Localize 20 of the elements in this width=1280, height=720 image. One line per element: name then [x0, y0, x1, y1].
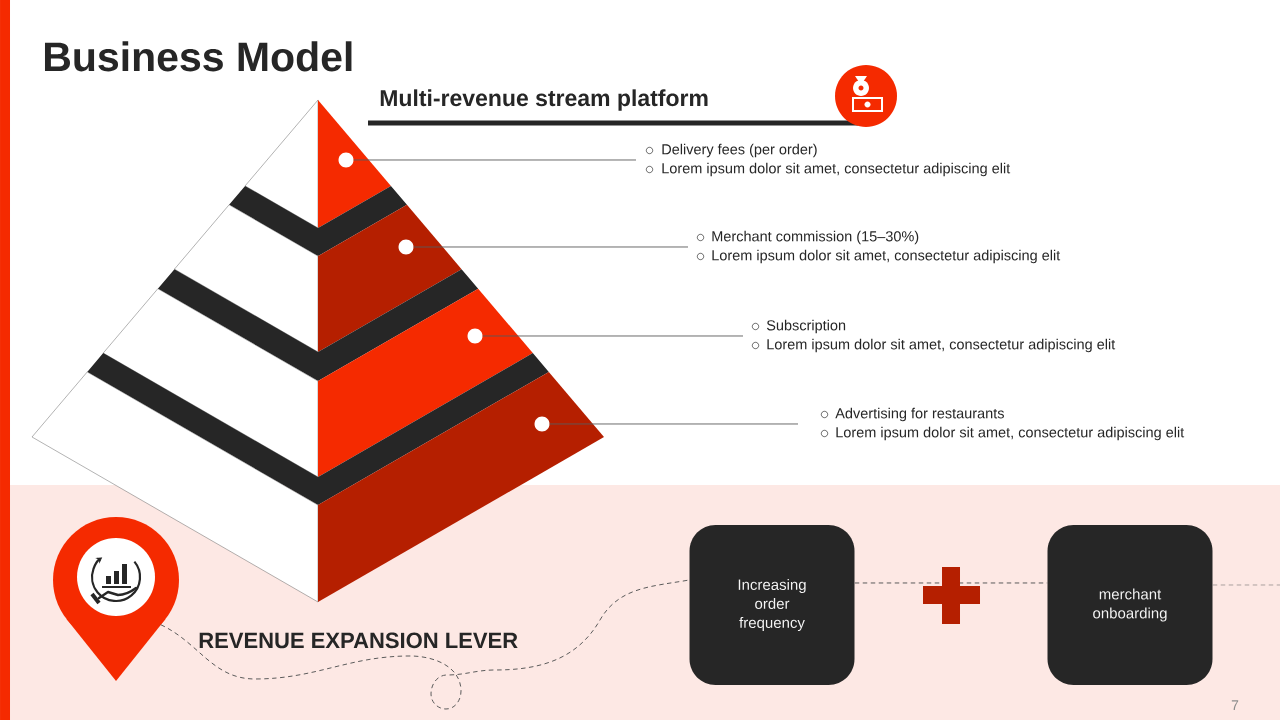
leader-line: [413, 246, 689, 248]
title: Business Model: [45, 41, 352, 72]
dashed-path: [854, 582, 1048, 584]
dot: [534, 416, 550, 432]
section-heading: REVENUE EXPANSION LEVER: [199, 632, 518, 649]
rounded-box: merchant onboarding: [1047, 525, 1213, 685]
leader-line: [549, 423, 799, 425]
map-pin: [53, 517, 179, 681]
rounded-box: Increasing order frequency: [689, 525, 855, 685]
dot: [338, 152, 354, 168]
dot: [467, 328, 483, 344]
section-heading: Multi-revenue stream platform: [380, 89, 708, 111]
page-number: 7: [1231, 700, 1239, 710]
bullet-list: Advertising for restaurants Lorem ipsum dolor sit amet, consectetur adipiscing elit: [835, 407, 1185, 441]
dot: [398, 239, 414, 255]
bullet-list: Merchant commission (15–30%) Lorem ipsum dolor sit amet, consectetur adipiscing elit: [712, 230, 1061, 264]
dashed-path: [160, 579, 690, 710]
leader-line: [482, 335, 744, 337]
bullet-list: Delivery fees (per order) Lorem ipsum dolor sit amet, consectetur adipiscing elit: [662, 143, 1011, 177]
bullet-list: Subscription Lorem ipsum dolor sit amet, consectetur adipiscing elit: [766, 319, 1116, 353]
